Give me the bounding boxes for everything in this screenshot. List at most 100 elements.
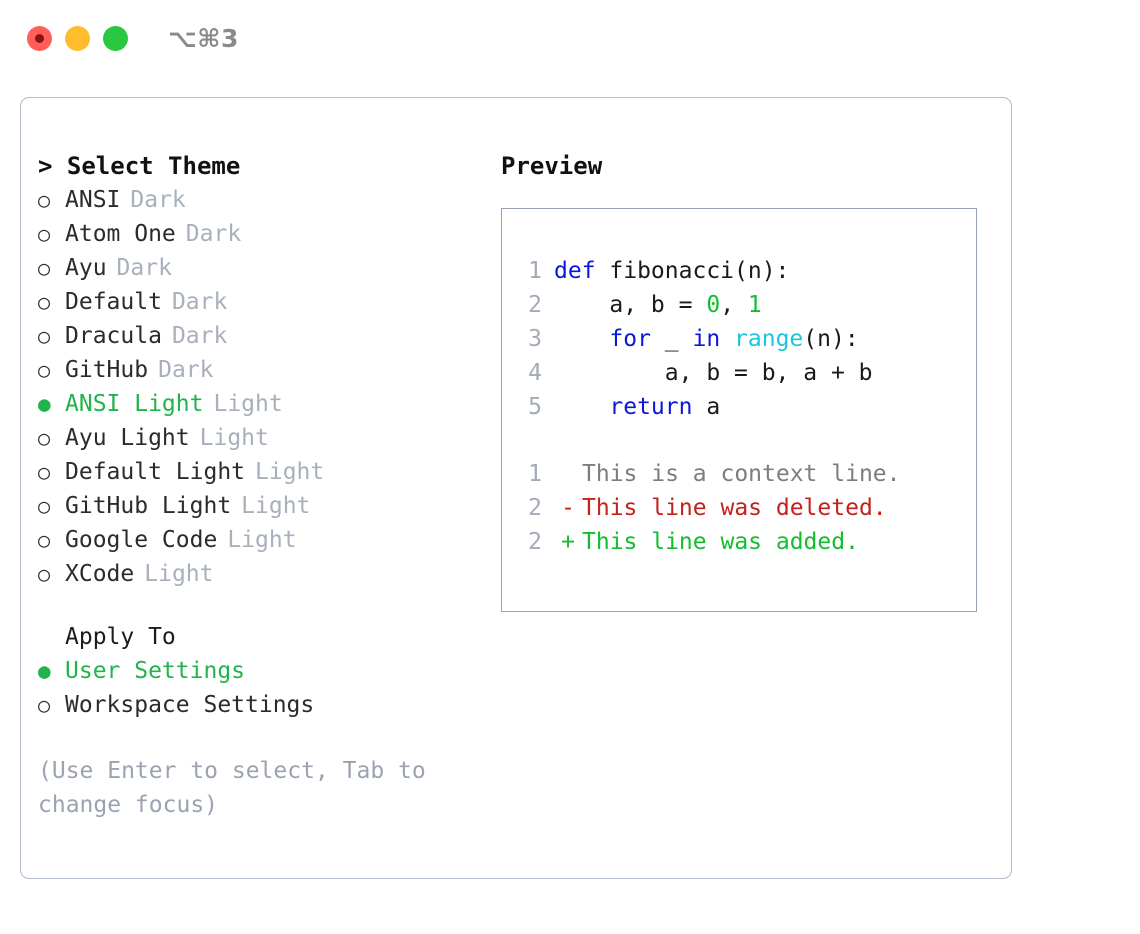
theme-item-ayu[interactable]: ○ Ayu Dark xyxy=(38,251,478,285)
diff-line: 1 This is a context line. xyxy=(514,457,969,491)
token-kw: for xyxy=(609,326,651,352)
code-text: a, b = 0, 1 xyxy=(554,288,762,322)
titlebar: ⌥⌘3 xyxy=(0,0,1140,78)
theme-item-label: Dracula xyxy=(65,323,162,349)
apply-to-item-workspace-settings[interactable]: ○ Workspace Settings xyxy=(38,688,478,722)
theme-item-ansi[interactable]: ○ ANSI Dark xyxy=(38,183,478,217)
theme-item-kind-badge: Dark xyxy=(171,289,228,315)
theme-item-label: Atom One xyxy=(65,221,176,247)
token-id: a xyxy=(692,394,721,420)
line-number: 1 xyxy=(528,461,542,487)
code-text: for _ in range(n): xyxy=(554,322,858,356)
token-id: a, b = b, a + b xyxy=(554,360,873,386)
diff-line: 2 + This line was added. xyxy=(514,525,969,559)
theme-item-kind-badge: Light xyxy=(199,425,269,451)
theme-item-kind-badge: Dark xyxy=(171,323,228,349)
keyboard-hint-text: (Use Enter to select, Tab to change focu… xyxy=(38,758,440,818)
radio-selected-icon: ● xyxy=(38,392,51,416)
radio-unselected-icon: ○ xyxy=(38,693,51,717)
theme-item-kind-badge: Dark xyxy=(185,221,242,247)
radio-unselected-icon: ○ xyxy=(38,222,51,246)
zoom-button[interactable] xyxy=(103,26,128,51)
traffic-lights xyxy=(27,26,128,51)
theme-item-kind-badge: Light xyxy=(144,561,214,587)
theme-item-kind-badge: Dark xyxy=(158,357,214,383)
diff-sign xyxy=(554,457,582,491)
token-id xyxy=(720,326,734,352)
radio-unselected-icon: ○ xyxy=(38,460,51,484)
line-number: 5 xyxy=(528,394,542,420)
radio-unselected-icon: ○ xyxy=(38,426,51,450)
diff-sample: 1 This is a context line.2-This line was… xyxy=(514,457,969,559)
radio-unselected-icon: ○ xyxy=(38,256,51,280)
theme-item-xcode[interactable]: ○ XCode Light xyxy=(38,557,478,591)
caret-icon: > xyxy=(38,152,53,180)
radio-unselected-icon: ○ xyxy=(38,188,51,212)
apply-to-item-label: Workspace Settings xyxy=(65,692,315,718)
theme-picker-heading: > Select Theme xyxy=(38,149,478,183)
radio-unselected-icon: ○ xyxy=(38,358,51,382)
theme-item-atom-one[interactable]: ○ Atom One Dark xyxy=(38,217,478,251)
line-number: 1 xyxy=(528,258,542,284)
diff-line: 2-This line was deleted. xyxy=(514,491,969,525)
theme-item-label: ANSI xyxy=(65,187,121,213)
radio-unselected-icon: ○ xyxy=(38,324,51,348)
theme-item-kind-badge: Dark xyxy=(116,255,172,281)
token-id: fibonacci(n): xyxy=(595,258,790,284)
theme-item-kind-badge: Light xyxy=(213,391,283,417)
theme-item-label: GitHub Light xyxy=(65,493,232,519)
theme-item-label: XCode xyxy=(65,561,135,587)
theme-item-kind-badge: Dark xyxy=(130,187,186,213)
diff-text: This line was added. xyxy=(582,529,859,555)
code-text: a, b = b, a + b xyxy=(554,356,873,390)
apply-to-heading: Apply To xyxy=(65,624,176,650)
theme-item-label: Default Light xyxy=(65,459,246,485)
theme-item-github-light[interactable]: ○ GitHub Light Light xyxy=(38,489,478,523)
radio-unselected-icon: ○ xyxy=(38,528,51,552)
line-number: 4 xyxy=(528,360,542,386)
theme-item-ansi-light[interactable]: ● ANSI Light Light xyxy=(38,387,478,421)
token-num: 0 xyxy=(706,292,721,318)
theme-item-label: ANSI Light xyxy=(65,391,204,417)
code-line: 2 a, b = 0, 1 xyxy=(514,288,969,322)
close-button[interactable] xyxy=(27,26,52,51)
diff-text: This is a context line. xyxy=(582,461,901,487)
token-kw: return xyxy=(609,394,693,420)
theme-item-label: Ayu xyxy=(65,255,107,281)
token-id xyxy=(554,394,609,420)
code-text: def fibonacci(n): xyxy=(554,254,789,288)
apply-to-item-user-settings[interactable]: ●User Settings xyxy=(38,654,478,688)
radio-unselected-icon: ○ xyxy=(38,562,51,586)
apply-to-item-label: User Settings xyxy=(65,658,246,684)
token-num: 1 xyxy=(747,292,762,318)
code-line: 1 def fibonacci(n): xyxy=(514,254,969,288)
theme-item-kind-badge: Light xyxy=(227,527,297,553)
theme-item-github[interactable]: ○ GitHub Dark xyxy=(38,353,478,387)
theme-item-label: GitHub xyxy=(65,357,149,383)
diff-sign: - xyxy=(561,495,575,521)
diff-sign: + xyxy=(561,529,575,555)
theme-item-dracula[interactable]: ○ Dracula Dark xyxy=(38,319,478,353)
minimize-button[interactable] xyxy=(65,26,90,51)
token-fn: range xyxy=(734,326,804,352)
radio-unselected-icon: ○ xyxy=(38,494,51,518)
line-number: 2 xyxy=(528,292,542,318)
theme-item-kind-badge: Light xyxy=(241,493,311,519)
token-id: a, b = xyxy=(554,292,707,318)
diff-text: This line was deleted. xyxy=(582,495,887,521)
line-number: 3 xyxy=(528,326,542,352)
line-number: 2 xyxy=(528,495,542,521)
code-line: 5 return a xyxy=(514,390,969,424)
line-number: 2 xyxy=(528,529,542,555)
